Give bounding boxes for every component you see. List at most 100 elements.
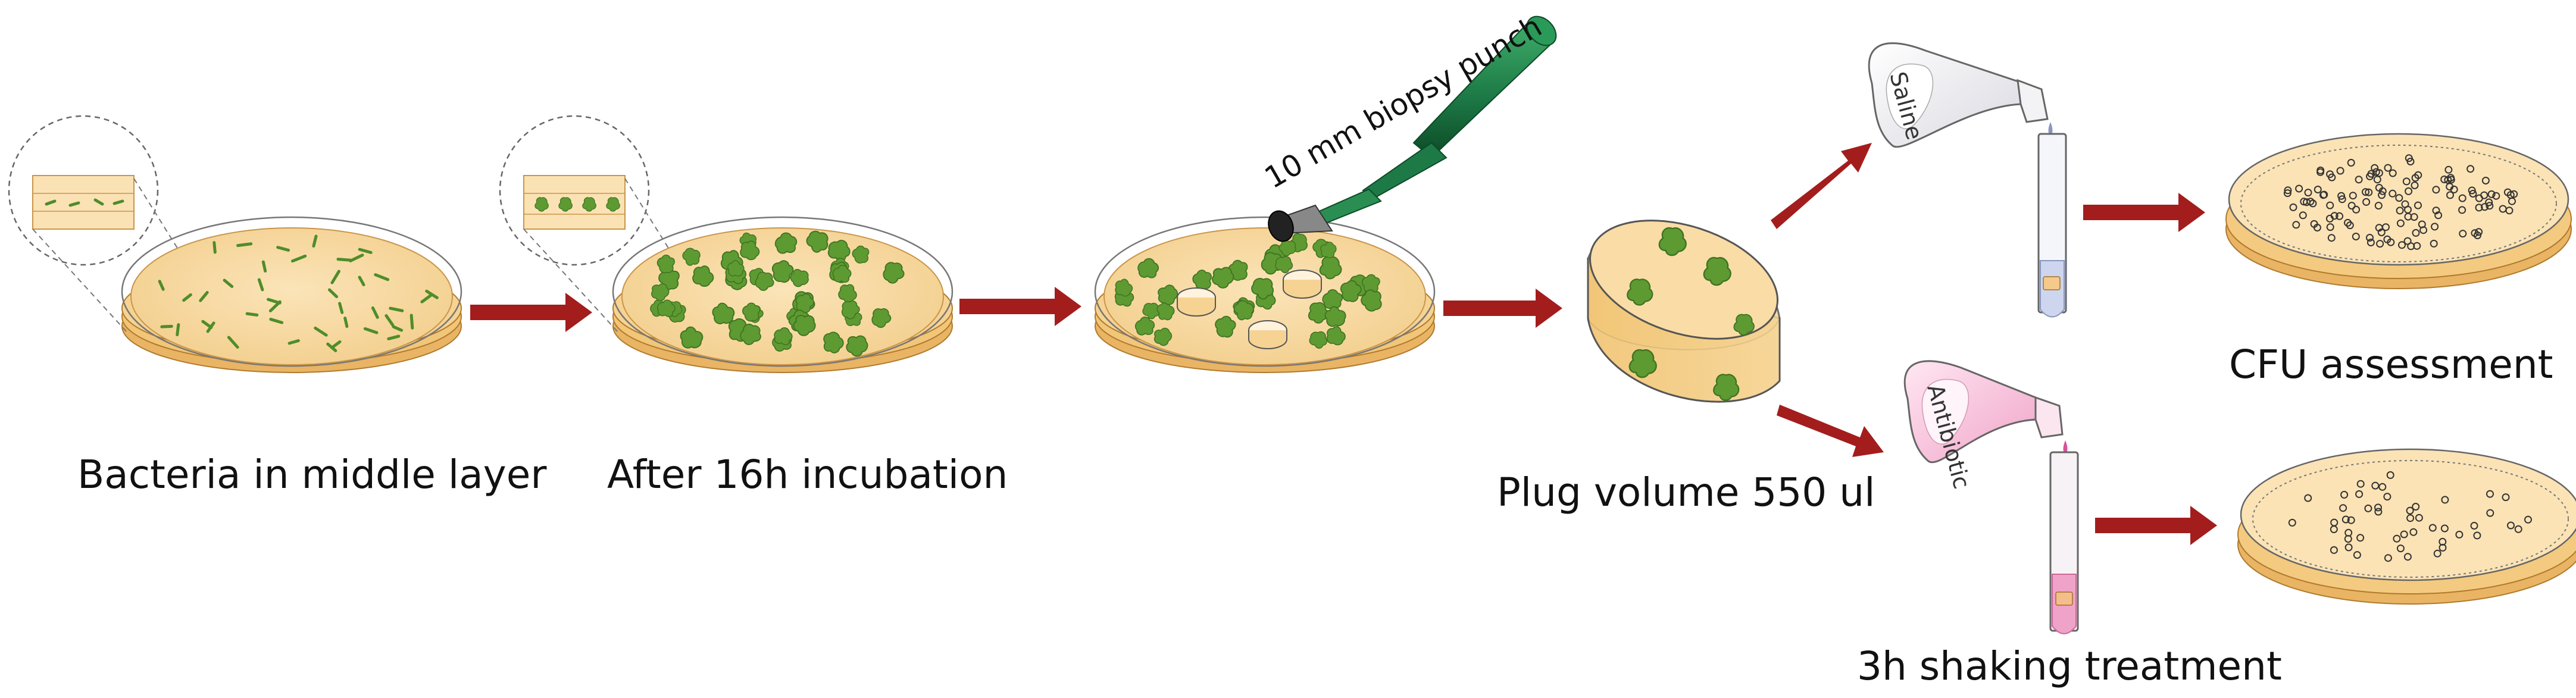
cfu-colony bbox=[2396, 219, 2405, 227]
cfu-colony bbox=[2319, 191, 2327, 199]
label-plug-volume: Plug volume 550 ul bbox=[1497, 469, 1875, 515]
cfu-colony bbox=[2356, 534, 2365, 542]
saline-flask: Saline bbox=[1868, 42, 2049, 148]
bacteria-streaks bbox=[158, 234, 439, 352]
cfu-colony bbox=[2428, 524, 2437, 532]
cfu-colony bbox=[2486, 202, 2494, 210]
cfu-colony bbox=[2418, 220, 2426, 229]
cfu-colony bbox=[2389, 169, 2397, 177]
cfu-colony bbox=[2446, 191, 2454, 199]
bacteria-streak bbox=[387, 334, 401, 340]
cfu-colony bbox=[2475, 204, 2483, 212]
cfu-colony bbox=[2374, 508, 2383, 516]
cfu-colony bbox=[2328, 173, 2336, 181]
petri-dish-incubated bbox=[612, 216, 954, 373]
bacteria-streak bbox=[257, 278, 264, 292]
cfu-colony bbox=[2347, 202, 2356, 210]
cfu-colony bbox=[2384, 554, 2392, 562]
label-cfu-assessment: CFU assessment bbox=[2229, 342, 2553, 387]
cfu-colony bbox=[2406, 506, 2414, 515]
cfu-colony bbox=[2356, 480, 2365, 488]
cfu-colony bbox=[2412, 229, 2420, 237]
bacteria-streak bbox=[374, 273, 390, 281]
cfu-colony bbox=[2414, 201, 2422, 209]
cfu-colony bbox=[2396, 544, 2405, 553]
cfu-colony bbox=[2376, 240, 2384, 248]
arrow-step-1 bbox=[470, 293, 592, 332]
bacteria-streak bbox=[269, 318, 284, 324]
bacteria-streak bbox=[227, 336, 239, 349]
antibiotic-test-tube bbox=[2049, 451, 2079, 634]
cfu-colony bbox=[2432, 206, 2440, 215]
cfu-colony bbox=[2355, 490, 2364, 498]
bacteria-streak bbox=[349, 253, 364, 262]
bacteria-streak bbox=[331, 340, 342, 349]
bacteria-streak bbox=[420, 293, 433, 303]
cfu-colony bbox=[2365, 188, 2373, 196]
label-shaking-treatment: 3h shaking treatment bbox=[1857, 643, 2282, 689]
cfu-colony bbox=[2459, 230, 2467, 238]
cfu-colony bbox=[2364, 504, 2372, 512]
cfu-colony bbox=[2284, 186, 2292, 195]
cfu-colony bbox=[2487, 190, 2496, 198]
saline-test-tube bbox=[2037, 133, 2067, 318]
bacteria-streak bbox=[176, 323, 180, 337]
cfu-colony bbox=[2375, 169, 2383, 177]
cfu-colony bbox=[2316, 168, 2324, 176]
arrow-to-antibiotic bbox=[1777, 405, 1884, 457]
cfu-dots-saline bbox=[2283, 154, 2518, 251]
cfu-colony bbox=[2340, 490, 2349, 499]
cfu-colony bbox=[2502, 493, 2510, 502]
cfu-colony bbox=[2314, 186, 2322, 193]
cfu-colony bbox=[2352, 205, 2361, 214]
cfu-colony bbox=[2398, 241, 2406, 249]
cfu-colony bbox=[2336, 167, 2344, 175]
bacteria-streak bbox=[425, 289, 439, 299]
cfu-colony bbox=[2508, 197, 2516, 205]
cfu-plate-antibiotic bbox=[2237, 448, 2576, 605]
bacteria-streak bbox=[384, 314, 395, 327]
bacteria-streak bbox=[223, 278, 234, 288]
cfu-colony bbox=[2409, 528, 2418, 536]
cfu-colony bbox=[2383, 493, 2391, 501]
cfu-colony bbox=[2473, 531, 2481, 540]
cfu-colony bbox=[2300, 198, 2308, 206]
bacteria-streak bbox=[267, 298, 282, 305]
cfu-colony bbox=[2468, 186, 2476, 195]
cfu-colony bbox=[2330, 546, 2338, 554]
cfu-colony bbox=[2366, 234, 2374, 242]
cfu-colony bbox=[2339, 504, 2347, 512]
cfu-colony bbox=[2371, 481, 2380, 490]
cfu-colony bbox=[2441, 496, 2449, 504]
cfu-colony bbox=[2406, 514, 2415, 522]
label-after-incubation: After 16h incubation bbox=[607, 452, 1008, 497]
magnifier-colonies bbox=[499, 115, 670, 334]
bacteria-streak bbox=[287, 339, 300, 345]
bacteria-streak bbox=[409, 314, 414, 330]
cfu-colony bbox=[2347, 516, 2355, 524]
bacteria-streak bbox=[371, 306, 379, 319]
cfu-colony bbox=[2405, 154, 2413, 162]
cfu-colony bbox=[2292, 221, 2300, 229]
cfu-colony bbox=[2458, 194, 2466, 202]
cfu-colony bbox=[2507, 521, 2515, 530]
cfu-colony bbox=[2481, 203, 2489, 211]
cfu-colony bbox=[2475, 228, 2483, 236]
cfu-colony bbox=[2401, 200, 2409, 208]
cfu-dots-antibiotic bbox=[2288, 471, 2532, 562]
bacteria-streak bbox=[199, 290, 209, 302]
cfu-colony bbox=[2336, 212, 2344, 220]
punch-holes bbox=[1177, 270, 1322, 349]
cfu-colony bbox=[2440, 524, 2449, 533]
cfu-colony bbox=[2415, 514, 2423, 522]
cfu-colony bbox=[2396, 206, 2404, 215]
cfu-colony bbox=[2289, 203, 2297, 211]
cfu-colony bbox=[2326, 223, 2334, 231]
cfu-colony bbox=[2371, 164, 2379, 172]
cfu-colony bbox=[2524, 515, 2532, 524]
cfu-colony bbox=[2344, 528, 2353, 537]
bacteria-streak bbox=[158, 280, 165, 291]
bacteria-streak bbox=[336, 258, 353, 262]
cfu-colony bbox=[2403, 237, 2412, 245]
bacteria-streak bbox=[343, 317, 349, 328]
